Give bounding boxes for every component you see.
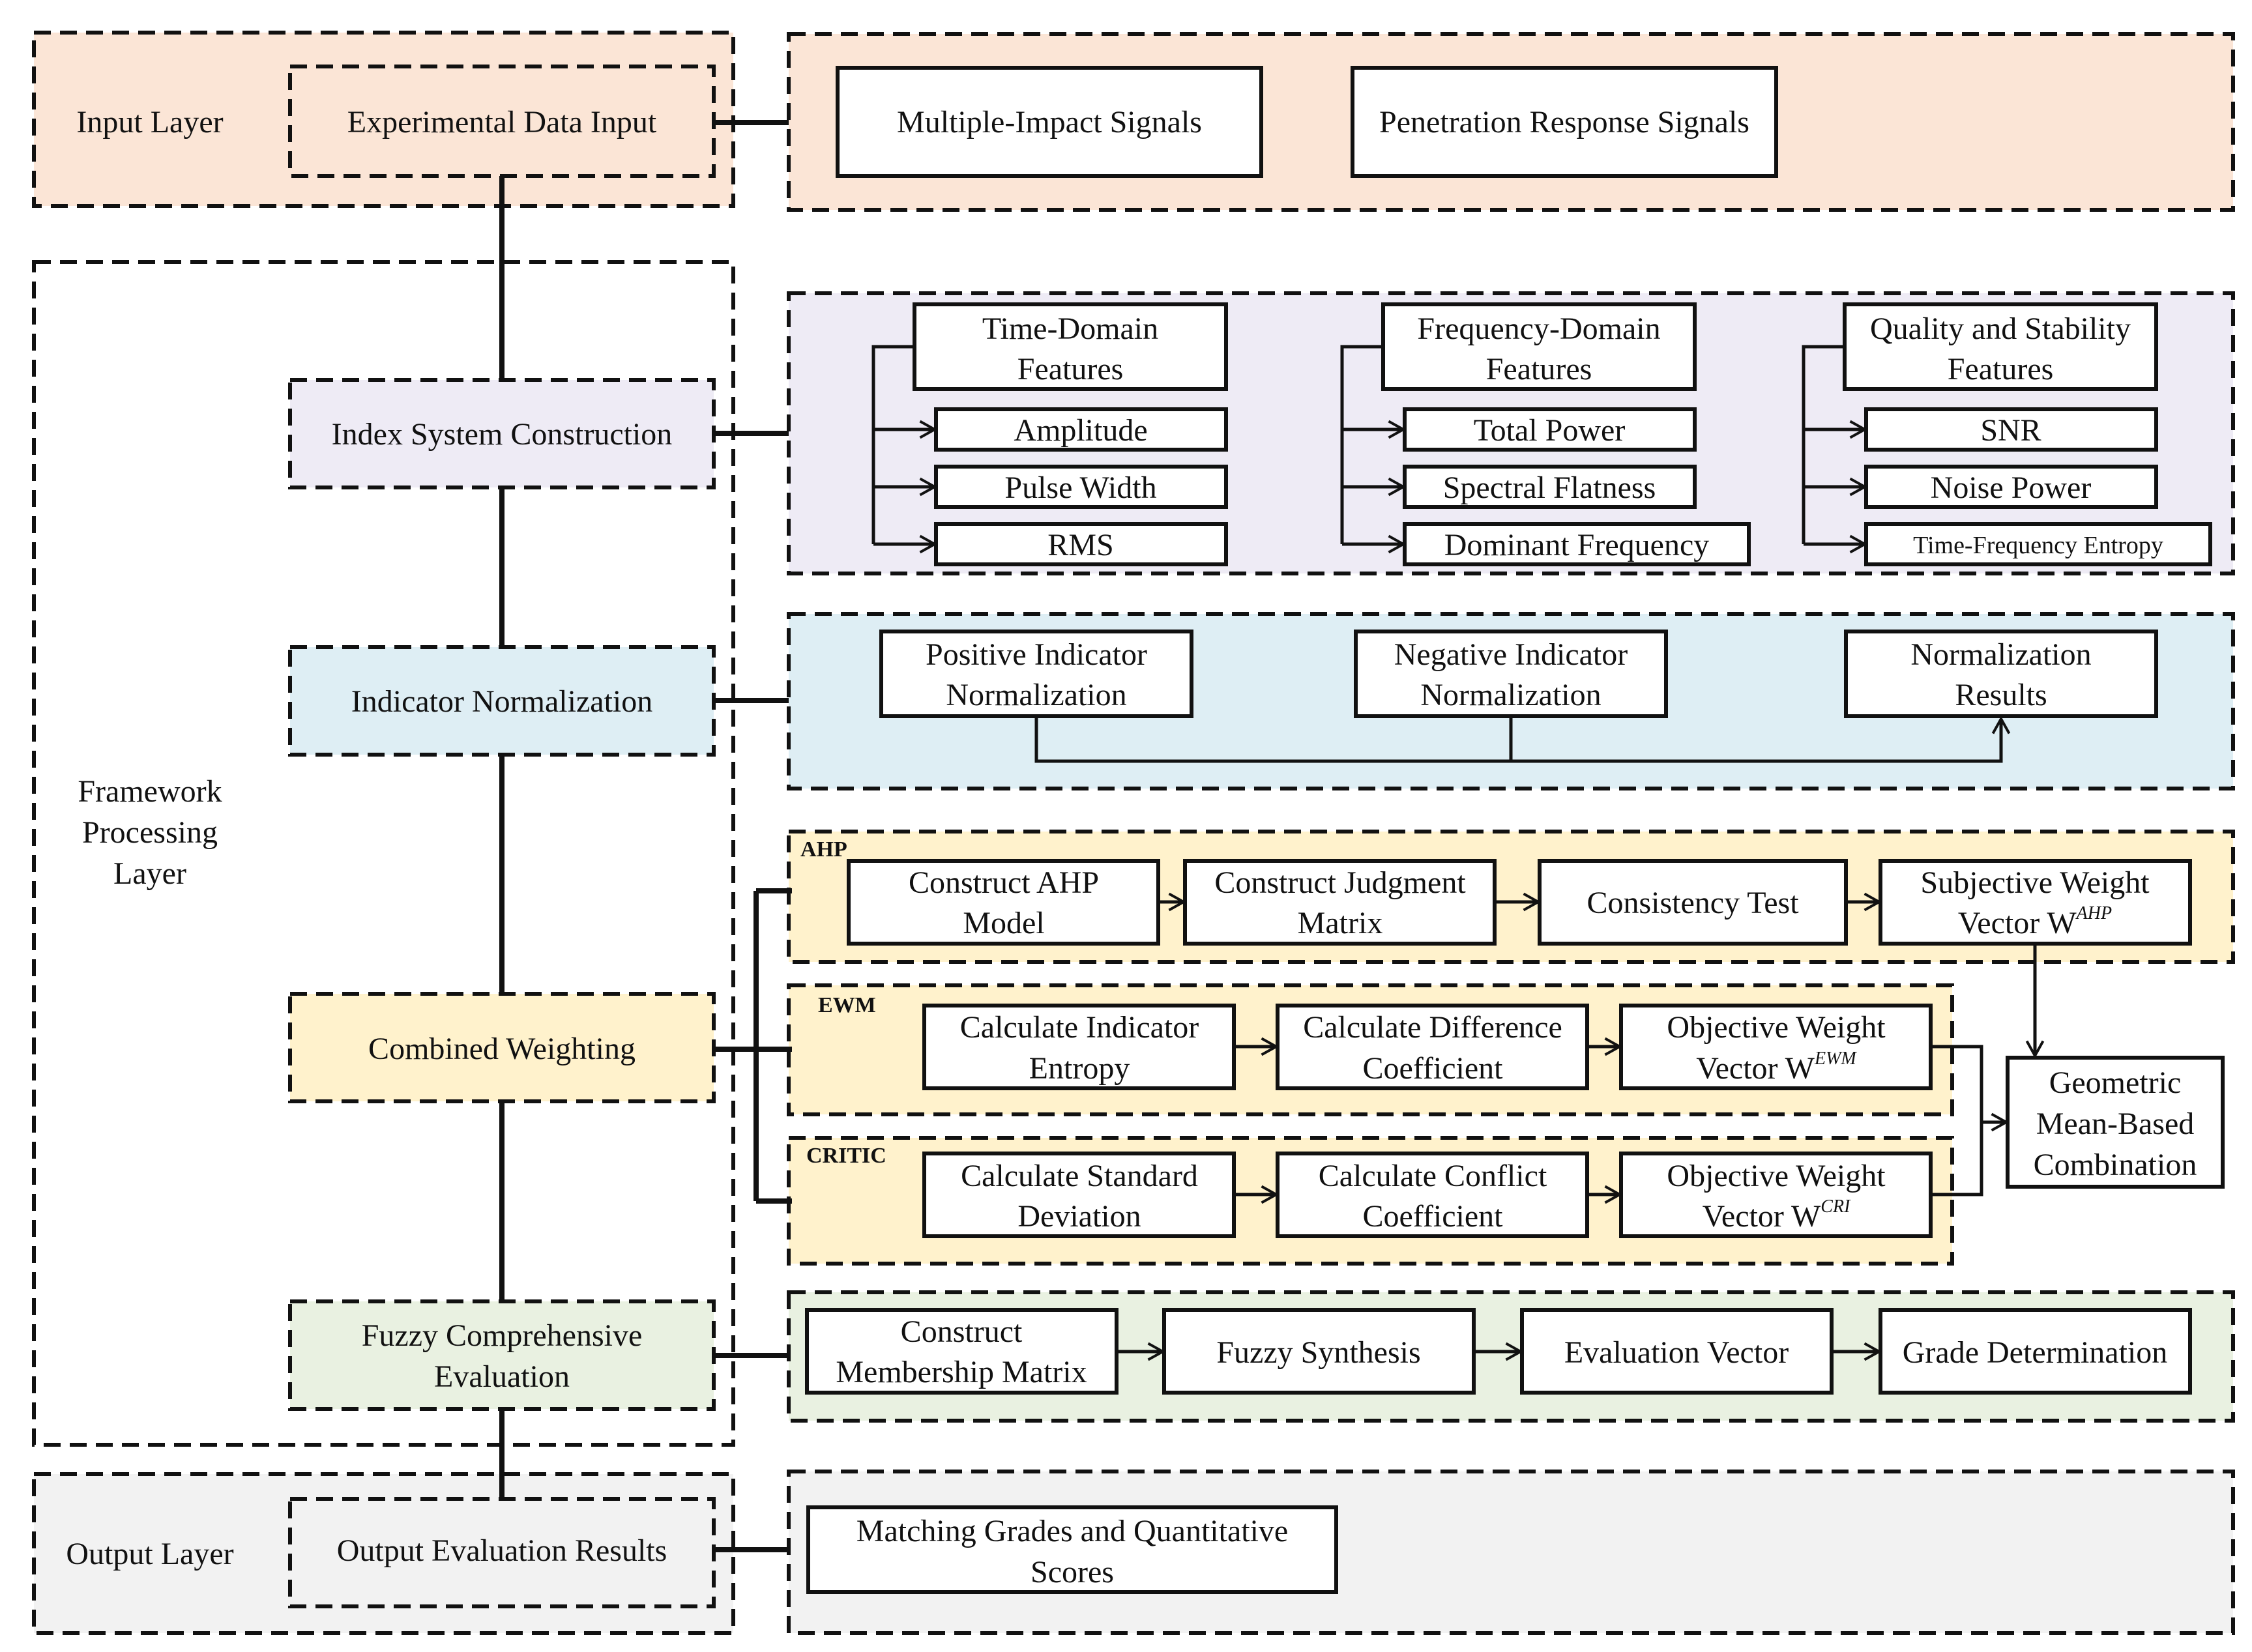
output-result-line2: Scores [1031,1555,1114,1589]
negative-normalization-1: Negative Indicator [1394,637,1628,672]
fuzzy-step-3-line1: Evaluation Vector [1564,1335,1789,1370]
frequency-domain-group [1340,302,1751,566]
input-layer-label: Input Layer [76,105,223,139]
ahp-step-3-box [1538,859,1848,946]
negative-normalization-2: Normalization [1420,678,1601,712]
framework-layer-label-1: Framework [78,774,222,809]
ahp-step-1-line2: Model [963,906,1044,940]
framework-layer-label-2: Processing [82,815,218,850]
ahp-tag: AHP [800,837,847,862]
fuzzy-step-2-line1: Fuzzy Synthesis [1216,1335,1420,1370]
ahp-step-1-line1: Construct AHP [909,865,1099,900]
combination-line3: Combination [2034,1148,2197,1182]
ewm-weight-line2: Vector WEWM [1696,1049,1857,1086]
ahp-step-1-box [847,859,1160,946]
ewm-tag: EWM [818,993,876,1017]
combination-box [2006,1056,2225,1189]
fuzzy-stage-label-2: Evaluation [434,1359,570,1394]
normalization-results-1: Normalization [1910,637,2091,672]
critic-weight-line2: Vector WCRI [1703,1196,1851,1234]
output-result-line1: Matching Grades and Quantitative [856,1514,1288,1548]
penetration-response-box [1351,66,1778,178]
quality-item: Time-Frequency Entropy [1913,532,2163,559]
positive-normalization-box [879,630,1193,718]
fuzzy-step-2-box [1162,1308,1476,1395]
ewm-step-1-line1: Calculate Indicator [960,1010,1199,1045]
frequency-domain-title-1: Frequency-Domain [1417,312,1660,346]
frequency-domain-item: Spectral Flatness [1443,471,1656,505]
ewm-step-1-line2: Entropy [1029,1051,1130,1086]
output-result-box [806,1505,1338,1594]
ahp-weight-box [1879,859,2192,946]
quality-item: Noise Power [1931,471,2092,505]
time-domain-item: RMS [1047,528,1113,562]
critic-step-2-line2: Coefficient [1362,1199,1503,1234]
fuzzy-step-4-box [1879,1308,2192,1395]
ewm-weight-line1: Objective Weight [1667,1010,1886,1045]
index-system-label: Index System Construction [332,417,673,452]
output-layer-label: Output Layer [66,1537,233,1571]
multiple-impact-box [836,66,1263,178]
ahp-step-3-line1: Consistency Test [1587,886,1799,920]
critic-step-1-line1: Calculate Standard [961,1159,1198,1193]
critic-step-2-line1: Calculate Conflict [1319,1159,1547,1193]
combined-weighting-stage [288,992,716,1103]
ewm-step-2-box [1276,1004,1589,1090]
experimental-input-label: Experimental Data Input [347,105,657,139]
framework-layer-label-3: Layer [113,856,186,891]
ahp-step-2-line2: Matrix [1298,906,1383,940]
fuzzy-step-1-line2: Membership Matrix [836,1355,1087,1389]
frequency-domain-item: Total Power [1474,413,1626,448]
penetration-response-label: Penetration Response Signals [1379,105,1749,139]
quality-item: SNR [1980,413,2041,448]
critic-tag: CRITIC [806,1144,886,1168]
time-domain-title-2: Features [1017,352,1124,386]
quality-title-2: Features [1948,352,2054,386]
normalization-merge-line [1034,716,2011,763]
positive-normalization-1: Positive Indicator [926,637,1147,672]
time-domain-title-1: Time-Domain [982,312,1158,346]
fuzzy-step-4-line1: Grade Determination [1903,1335,2168,1370]
fuzzy-step-1-box [805,1308,1119,1395]
time-domain-item: Pulse Width [1004,471,1156,505]
combination-line1: Geometric [2049,1065,2182,1100]
normalization-stage [288,645,716,757]
output-stage-label: Output Evaluation Results [337,1533,667,1568]
critic-step-2-box [1276,1152,1589,1238]
frequency-domain-item: Dominant Frequency [1444,528,1710,562]
ewm-step-2-line1: Calculate Difference [1303,1010,1562,1045]
normalization-results-box [1844,630,2158,718]
normalization-results-2: Results [1955,678,2047,712]
combined-weighting-label: Combined Weighting [368,1032,636,1066]
ewm-weight-box [1619,1004,1933,1090]
ahp-weight-line2: Vector WAHP [1958,903,2112,940]
frequency-domain-title-2: Features [1486,352,1592,386]
combination-line2: Mean-Based [2036,1107,2195,1141]
critic-step-1-line2: Deviation [1017,1199,1141,1234]
fuzzy-step-1-line1: Construct [901,1314,1023,1349]
quality-title-1: Quality and Stability [1870,312,2131,346]
multiple-impact-label: Multiple-Impact Signals [897,105,1202,139]
time-domain-item: Amplitude [1014,413,1147,448]
critic-weight-line1: Objective Weight [1667,1159,1886,1193]
positive-normalization-2: Normalization [946,678,1126,712]
ewm-step-2-line2: Coefficient [1362,1051,1503,1086]
ahp-weight-line1: Subjective Weight [1920,865,2150,900]
ahp-step-2-line1: Construct Judgment [1214,865,1466,900]
quality-stability-group [1802,302,2212,566]
fuzzy-stage-label-1: Fuzzy Comprehensive [362,1318,643,1353]
normalization-stage-label: Indicator Normalization [351,684,653,719]
time-domain-group [871,302,1228,566]
